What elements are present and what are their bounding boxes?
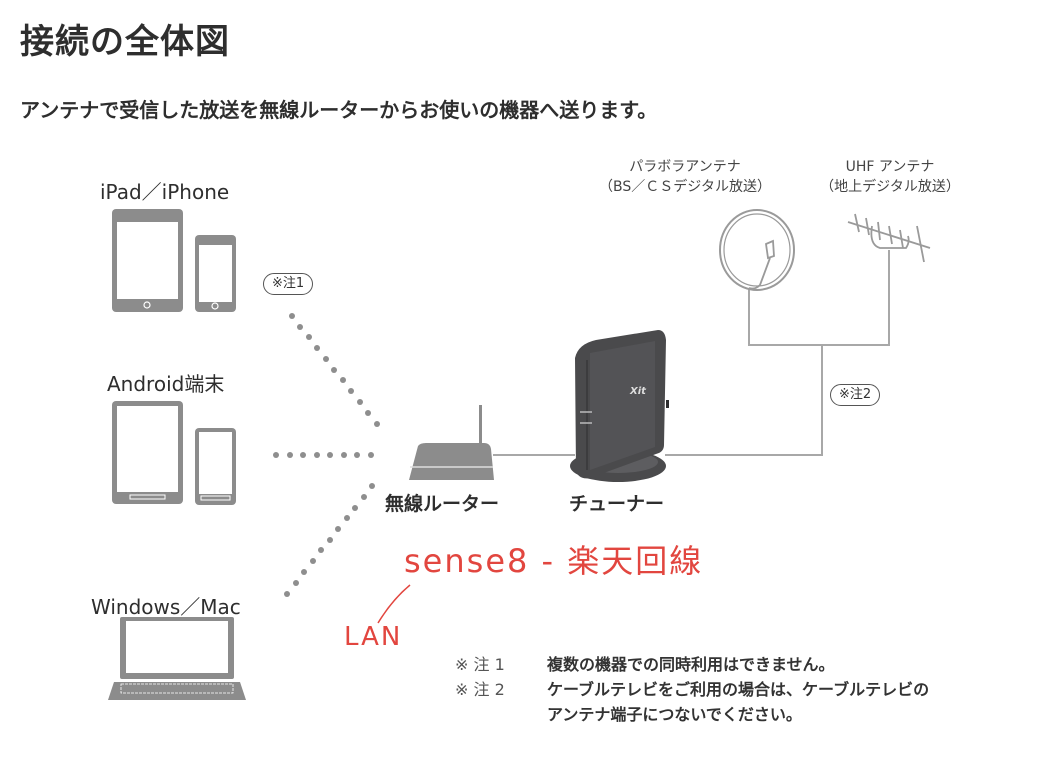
handwritten-note: sense8 - 楽天回線 <box>404 542 704 580</box>
parabola-antenna-icon <box>719 209 795 291</box>
footnotes: ※ 注 1 複数の機器での同時利用はできません。 ※ 注 2 ケーブルテレビをご… <box>455 652 929 727</box>
page-title: 接続の全体図 <box>20 22 230 62</box>
parabola-antenna-desc: （BS／ＣＳデジタル放送） <box>599 179 771 195</box>
router-label: 無線ルーター <box>385 493 500 515</box>
footnote-1: ※ 注 1 複数の機器での同時利用はできません。 <box>455 652 929 677</box>
uhf-antenna-label: UHF アンテナ （地上デジタル放送） <box>800 156 980 196</box>
tuner-label: チューナー <box>569 493 665 515</box>
footnote-key: ※ 注 2 <box>455 680 505 699</box>
tuner-icon <box>570 330 669 482</box>
handwritten-lan: LAN <box>344 622 403 652</box>
device-label-ios: iPad／iPhone <box>100 180 230 204</box>
laptop-icon <box>108 617 246 700</box>
android-phone-icon <box>195 428 236 505</box>
router-icon <box>409 405 494 480</box>
note2-badge: ※注2 <box>830 384 881 406</box>
note1-badge: ※注1 <box>263 273 314 295</box>
device-label-pc: Windows／Mac <box>91 595 241 619</box>
footnote-text: アンテナ端子につないでください。 <box>547 705 802 724</box>
footnote-2-cont: アンテナ端子につないでください。 <box>455 702 929 727</box>
wireless-link-ios <box>289 313 380 427</box>
parabola-antenna-label: パラボラアンテナ （BS／ＣＳデジタル放送） <box>585 156 785 196</box>
iphone-icon <box>195 235 236 312</box>
footnote-2: ※ 注 2 ケーブルテレビをご利用の場合は、ケーブルテレビの <box>455 677 929 702</box>
footnote-text: ケーブルテレビをご利用の場合は、ケーブルテレビの <box>547 680 930 699</box>
parabola-antenna-name: パラボラアンテナ <box>629 159 741 175</box>
footnote-key: ※ 注 1 <box>455 655 505 674</box>
uhf-antenna-desc: （地上デジタル放送） <box>820 179 960 195</box>
footnote-text: 複数の機器での同時利用はできません。 <box>547 655 835 674</box>
page-subtitle: アンテナで受信した放送を無線ルーターからお使いの機器へ送ります。 <box>20 98 658 122</box>
footnote-key <box>455 702 547 727</box>
tuner-logo: Xit <box>630 386 646 397</box>
device-label-android: Android端末 <box>107 372 225 396</box>
wireless-link-android <box>273 452 374 458</box>
uhf-antenna-icon <box>847 213 931 263</box>
android-tablet-icon <box>112 401 183 504</box>
ipad-icon <box>112 209 183 312</box>
cables <box>493 250 890 456</box>
wireless-link-pc <box>284 483 375 597</box>
uhf-antenna-name: UHF アンテナ <box>845 159 935 175</box>
